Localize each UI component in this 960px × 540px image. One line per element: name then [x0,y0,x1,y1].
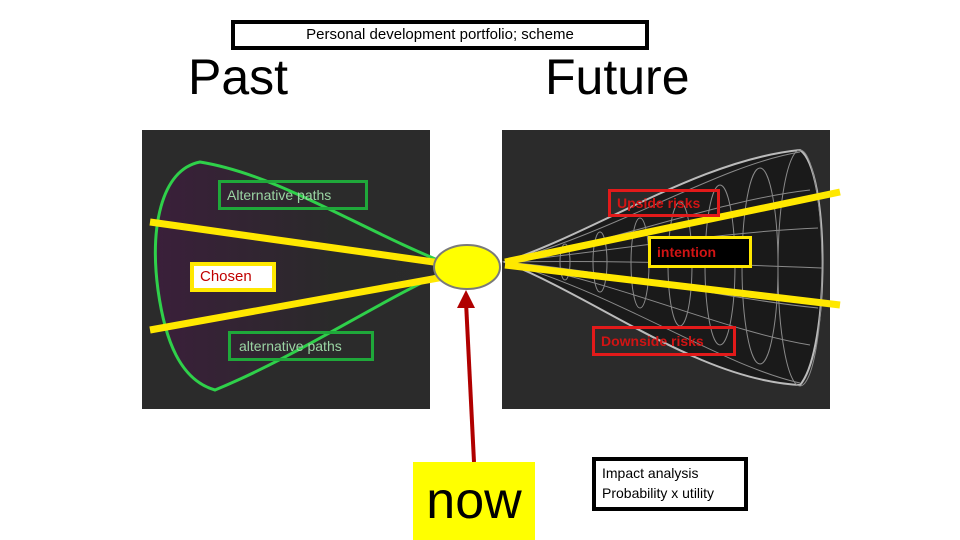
impact-box: Impact analysis Probability x utility [592,457,748,511]
now-node [433,244,501,290]
path-lines [149,188,841,334]
downside-risks-label: Downside risks [592,326,736,356]
past-label: Past [188,49,289,105]
alternative-paths-top-label: Alternative paths [218,180,368,210]
chosen-label: Chosen [190,262,276,292]
impact-line-1: Impact analysis [602,465,699,481]
title-text: Personal development portfolio; scheme [306,26,574,43]
now-box: now [413,462,535,540]
now-arrow [457,290,476,463]
alternative-paths-bottom-label: alternative paths [228,331,374,361]
intention-label: intention [648,236,752,268]
title-box: Personal development portfolio; scheme [231,20,649,50]
upside-risks-label: Upside risks [608,189,720,217]
future-label: Future [545,49,690,105]
now-text: now [426,472,522,530]
impact-line-2: Probability x utility [602,485,715,501]
